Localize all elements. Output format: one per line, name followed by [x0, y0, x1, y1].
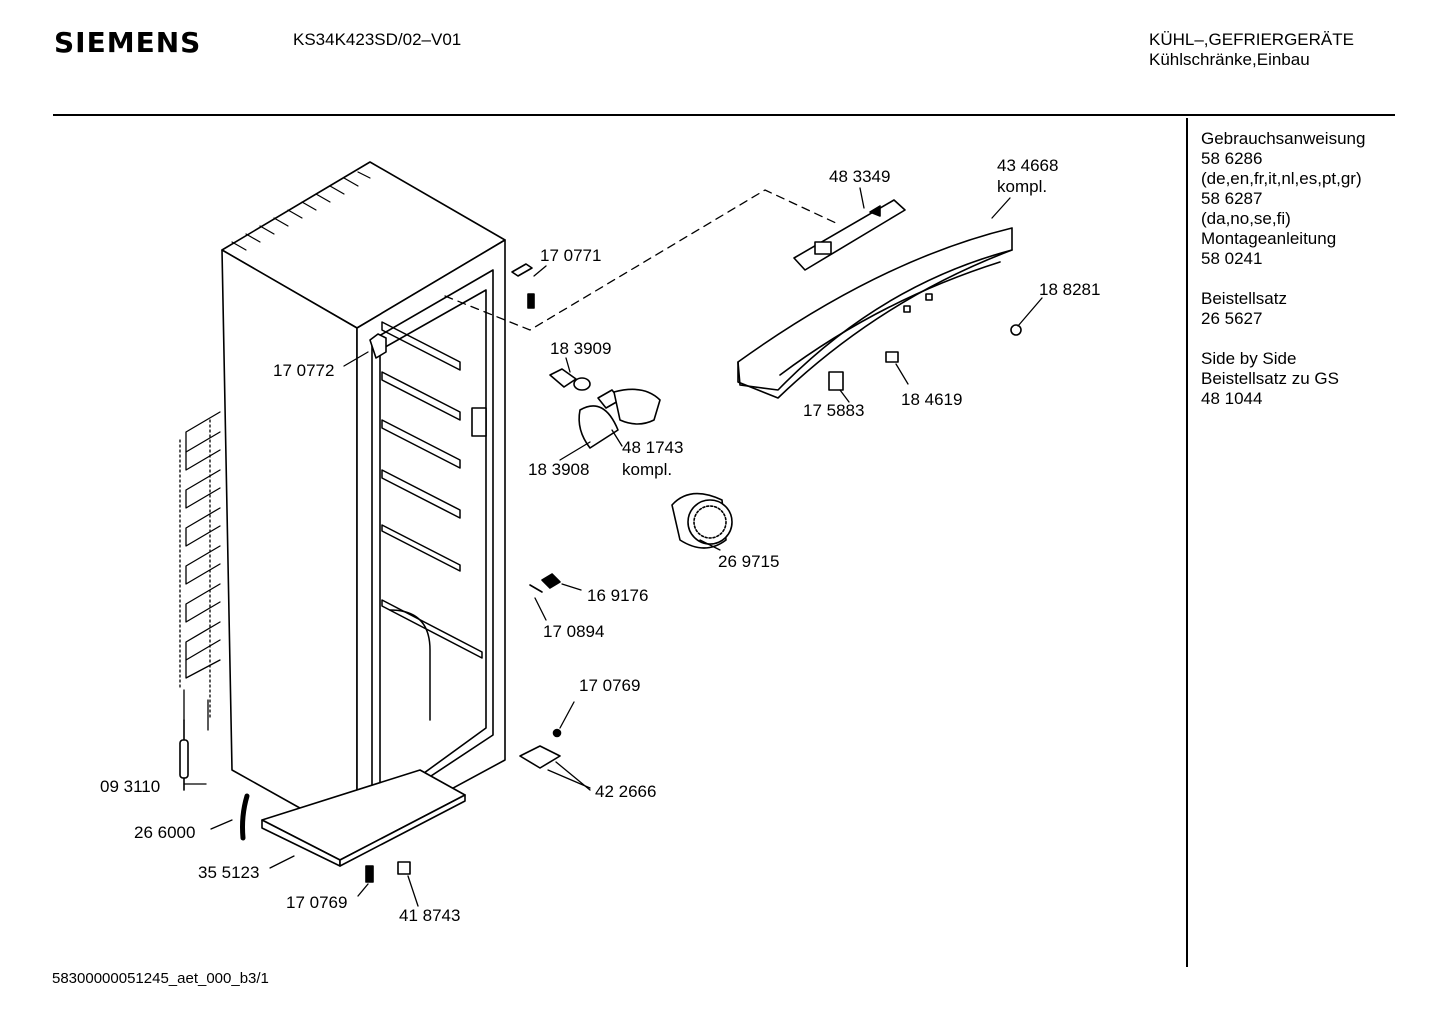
document-code: 58300000051245_aet_000_b3/1	[52, 970, 269, 987]
screw-part	[365, 865, 374, 883]
part-label: 18 8281	[1039, 280, 1101, 299]
part-label: 18 3909	[550, 339, 612, 358]
clip-part	[885, 351, 899, 363]
cabinet-body	[221, 161, 506, 841]
part-label: 17 0769	[579, 676, 641, 695]
switch-part	[828, 371, 844, 391]
part-label: 09 3110	[100, 777, 161, 796]
sidebar-divider	[1186, 118, 1188, 967]
sidebar-line: Montageanleitung	[1201, 229, 1337, 248]
hose-part	[240, 793, 250, 841]
sensor-part	[179, 719, 189, 791]
part-label: 48 3349	[829, 167, 891, 186]
category-title: KÜHL–,GEFRIERGERÄTE Kühlschränke,Einbau	[1149, 30, 1354, 70]
part-label: 16 9176	[587, 586, 649, 605]
part-label: 35 5123	[198, 863, 260, 882]
hinge-bracket	[511, 263, 533, 277]
part-label: 17 0769	[286, 893, 348, 912]
base-tray	[261, 769, 466, 867]
part-label: 17 0772	[273, 361, 335, 380]
part-label: 17 0771	[540, 246, 602, 265]
part-label: 18 3908	[528, 460, 590, 479]
part-label: 43 4668	[997, 156, 1059, 175]
model-number: KS34K423SD/02–V01	[293, 30, 462, 49]
hinge-pin	[527, 293, 535, 309]
part-label: 17 0894	[543, 622, 605, 641]
sidebar-line: (da,no,se,fi)	[1201, 209, 1291, 228]
sidebar-line: 58 0241	[1201, 249, 1263, 268]
part-label-note: kompl.	[997, 177, 1048, 196]
part-label: 41 8743	[399, 906, 461, 925]
sidebar-line: 58 6287	[1201, 189, 1263, 208]
part-label: 42 2666	[595, 782, 657, 801]
condenser-coil	[179, 411, 221, 731]
sidebar-line: (de,en,fr,it,nl,es,pt,gr)	[1201, 169, 1362, 188]
clip-part	[397, 861, 411, 875]
header-divider	[53, 114, 1395, 116]
connection-line	[444, 189, 839, 331]
lamp-assembly	[549, 368, 661, 449]
knob-part	[1010, 324, 1022, 336]
sidebar-line: 26 5627	[1201, 309, 1263, 328]
sidebar-group-beistellsatz: Beistellsatz 26 5627	[1201, 289, 1365, 329]
leader-lines	[183, 187, 1043, 907]
part-label: 26 9715	[718, 552, 780, 571]
fan-cover	[671, 492, 733, 549]
part-label: 26 6000	[134, 823, 196, 842]
control-board	[793, 199, 906, 271]
part-label: 18 4619	[901, 390, 963, 409]
sidebar-line: 58 6286	[1201, 149, 1263, 168]
sidebar-notes: Gebrauchsanweisung 58 6286 (de,en,fr,it,…	[1201, 129, 1365, 429]
sidebar-line: Gebrauchsanweisung	[1201, 129, 1366, 148]
part-label: 17 5883	[803, 401, 865, 420]
exploded-view-drawing	[179, 161, 1043, 907]
category-line-1: KÜHL–,GEFRIERGERÄTE	[1149, 30, 1354, 49]
part-label-note: kompl.	[622, 460, 673, 479]
brand-logo: SIEMENS	[54, 26, 202, 59]
category-line-2: Kühlschränke,Einbau	[1149, 50, 1310, 69]
part-label: 48 1743	[622, 438, 684, 457]
control-panel	[737, 227, 1013, 399]
pin-part	[529, 584, 543, 593]
cap-part	[552, 728, 562, 738]
sidebar-line: Beistellsatz	[1201, 289, 1287, 308]
sidebar-line: Beistellsatz zu GS	[1201, 369, 1339, 388]
sidebar-line: 48 1044	[1201, 389, 1263, 408]
sidebar-group-manuals: Gebrauchsanweisung 58 6286 (de,en,fr,it,…	[1201, 129, 1365, 269]
sidebar-line: Side by Side	[1201, 349, 1297, 368]
bracket-part	[541, 573, 561, 589]
hinge-part	[519, 745, 561, 769]
sidebar-group-side-by-side: Side by Side Beistellsatz zu GS 48 1044	[1201, 349, 1365, 409]
